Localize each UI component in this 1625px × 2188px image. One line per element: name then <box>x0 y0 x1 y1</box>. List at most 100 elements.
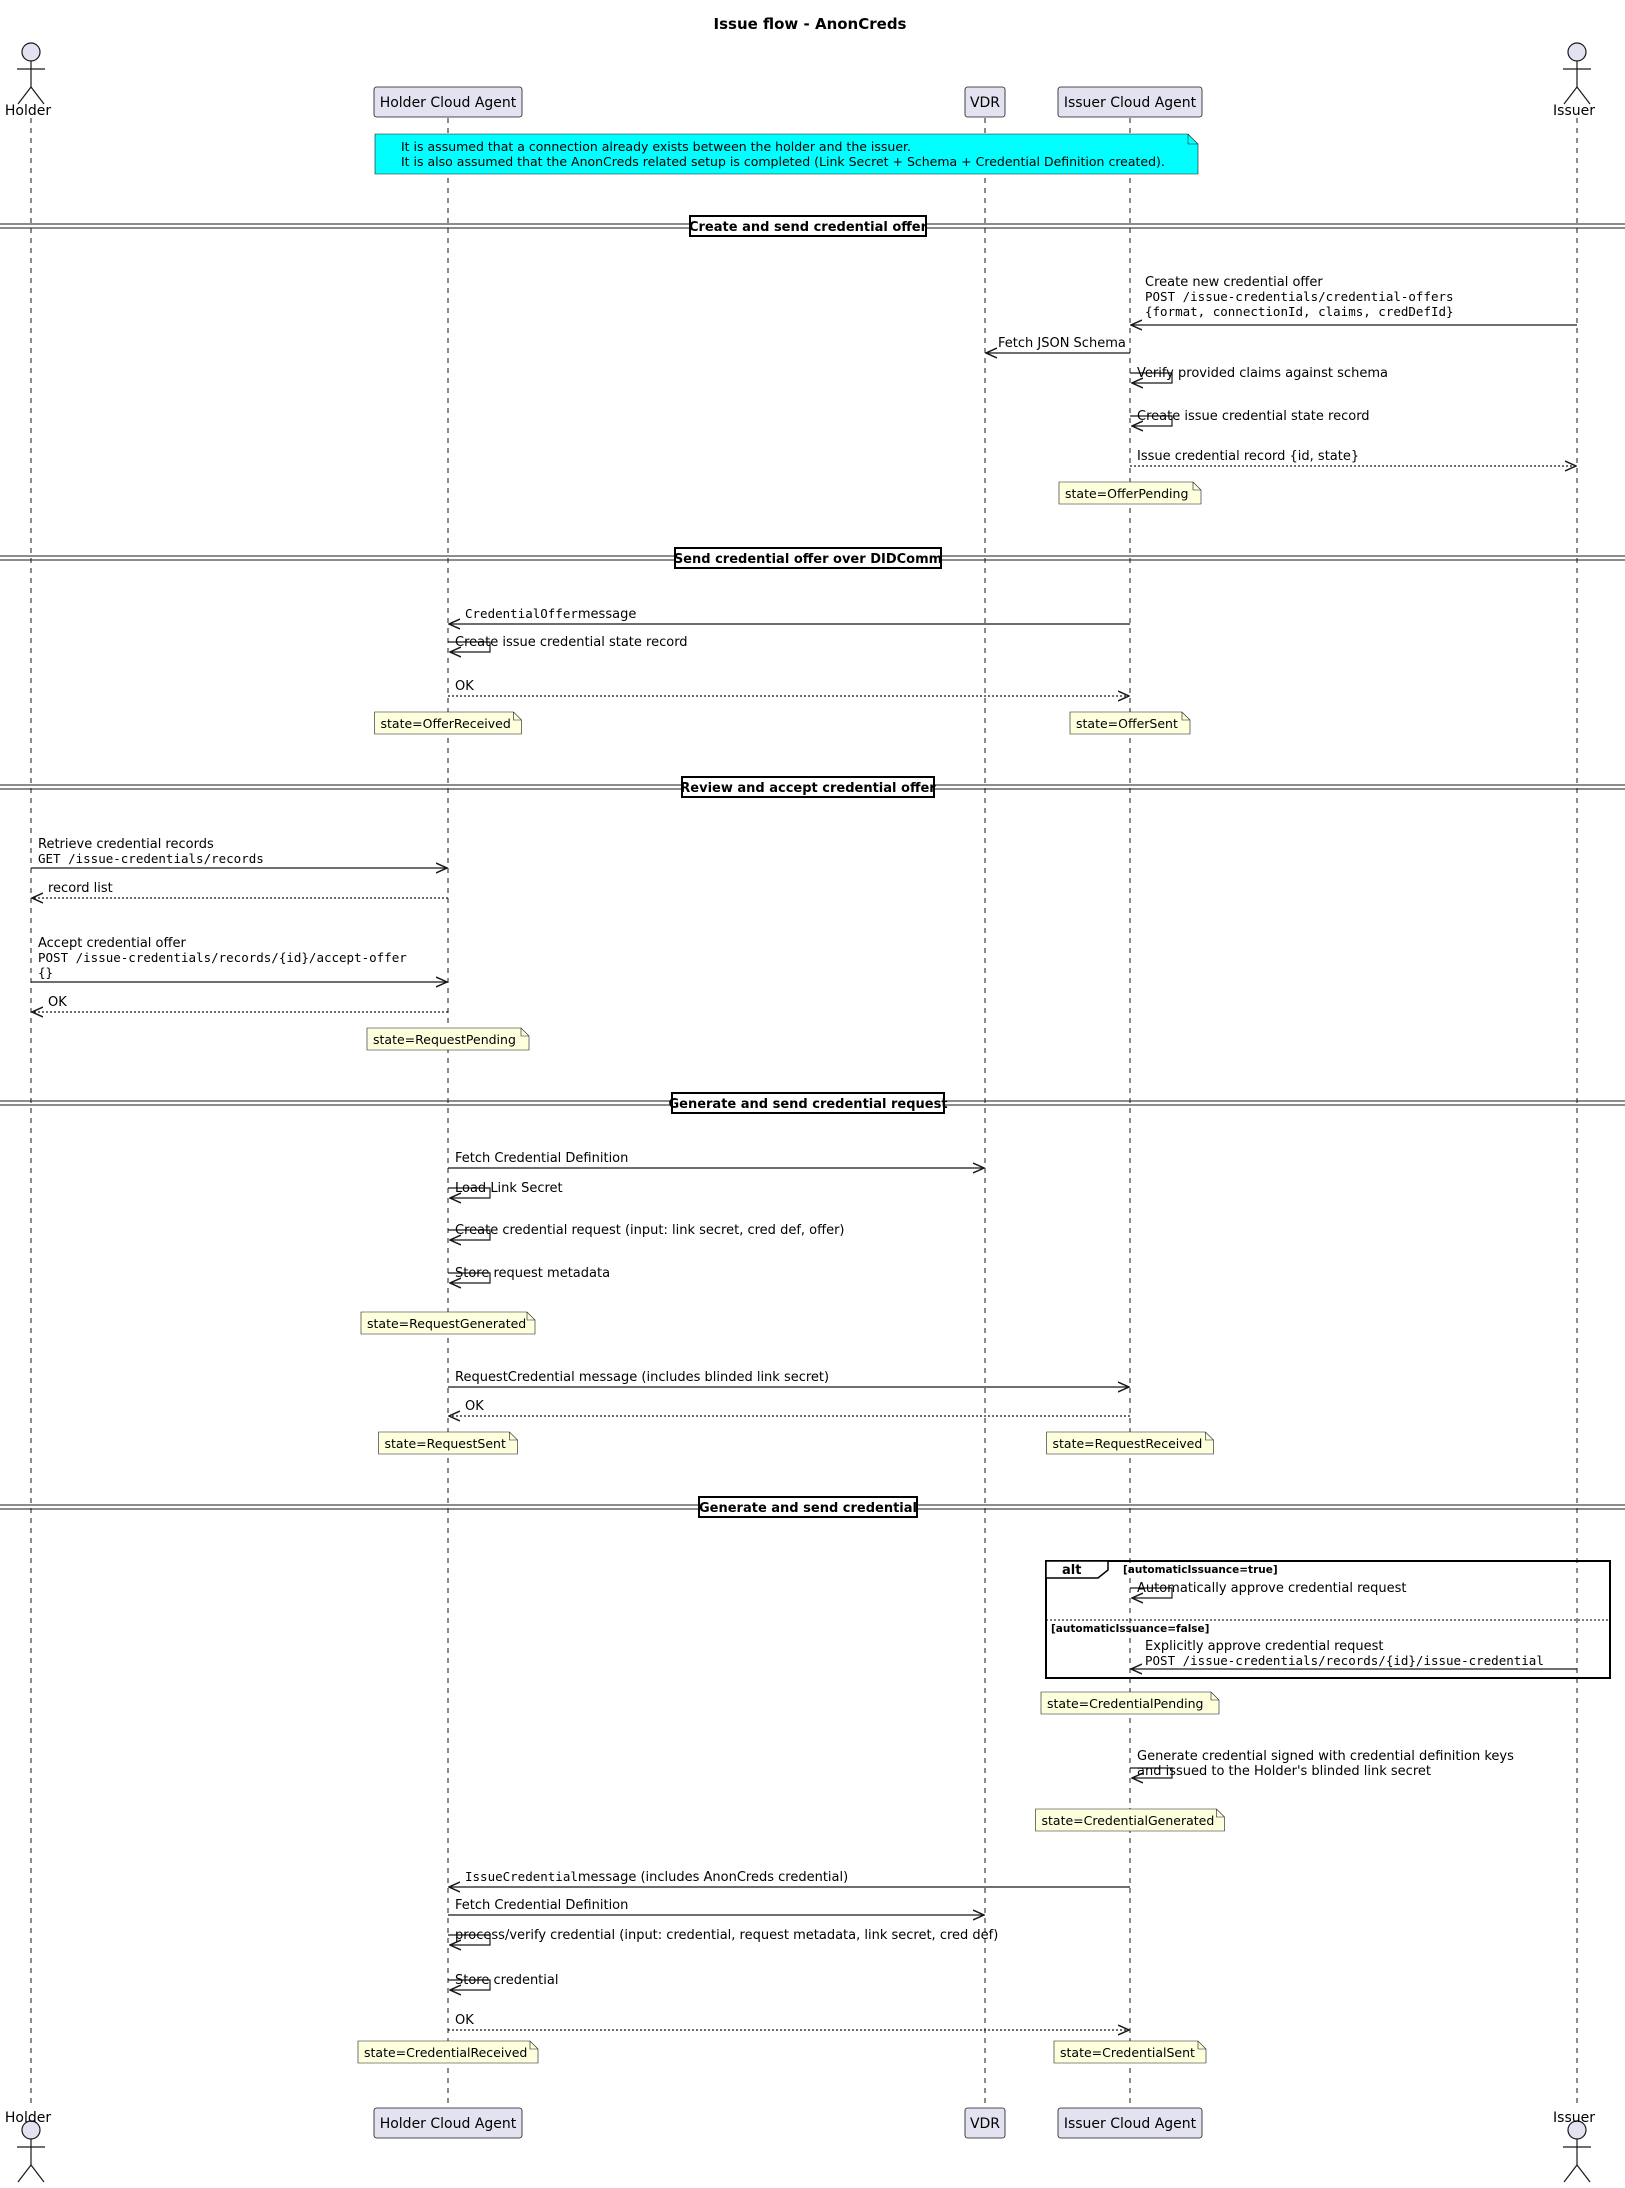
message: Store request metadata <box>448 1266 610 1283</box>
state-note-text: state=OfferPending <box>1065 486 1188 501</box>
message-arrow <box>448 1272 491 1283</box>
participant-label: Holder Cloud Agent <box>380 95 517 111</box>
message-label: CredentialOffer <box>465 606 578 621</box>
message-arrow <box>1130 372 1173 383</box>
participant-label: VDR <box>970 2116 1000 2132</box>
actor-label: Issuer <box>1553 103 1595 119</box>
participant-vdr-bottom: VDR <box>964 2107 1006 2139</box>
message-label: OK <box>455 2013 474 2028</box>
message: IssueCredential message (includes AnonCr… <box>449 1869 1130 1887</box>
section-divider: Generate and send credential request <box>0 1092 1625 1114</box>
state-note-text: state=RequestReceived <box>1053 1436 1203 1451</box>
state-note: state=OfferSent <box>1069 711 1191 735</box>
participant-label: Issuer Cloud Agent <box>1064 95 1197 111</box>
message-label-suffix: message <box>578 607 636 622</box>
message: CredentialOffer message <box>449 606 1130 624</box>
message-label: POST /issue-credentials/credential-offer… <box>1145 289 1454 304</box>
state-note-text: state=RequestGenerated <box>367 1316 526 1331</box>
message-arrow <box>1130 415 1173 426</box>
actor-label: Holder <box>5 2110 51 2126</box>
message-arrow <box>1130 1767 1173 1778</box>
message-label: Create issue credential state record <box>1137 409 1370 424</box>
intro-note-line: It is also assumed that the AnonCreds re… <box>401 154 1165 169</box>
message-label: Issue credential record {id, state} <box>1137 449 1359 464</box>
message: Explicitly approve credential requestPOS… <box>1131 1639 1577 1669</box>
message: OK <box>448 679 1129 696</box>
state-note-text: state=CredentialReceived <box>364 2045 527 2060</box>
message: Create credential request (input: link s… <box>448 1223 844 1240</box>
message-label: {} <box>38 965 53 980</box>
state-note-text: state=CredentialSent <box>1060 2045 1195 2060</box>
section-divider: Send credential offer over DIDComm <box>0 547 1625 569</box>
message-label: Create new credential offer <box>1145 275 1323 290</box>
state-note-text: state=RequestPending <box>373 1032 516 1047</box>
actor-icon <box>1563 42 1591 105</box>
message: Generate credential signed with credenti… <box>1130 1749 1514 1779</box>
participant-label: Holder Cloud Agent <box>380 2116 517 2132</box>
state-note-text: state=RequestSent <box>385 1436 506 1451</box>
message-label: Explicitly approve credential request <box>1145 1639 1384 1654</box>
state-note-text: state=CredentialPending <box>1047 1696 1203 1711</box>
message-label: Verify provided claims against schema <box>1137 366 1388 381</box>
message: Verify provided claims against schema <box>1130 366 1388 383</box>
section-title: Review and accept credential offer <box>680 781 936 796</box>
state-note: state=RequestGenerated <box>360 1311 536 1335</box>
alt-fragment: alt [automaticIssuance=true] [automaticIss… <box>1045 1560 1611 1679</box>
message: Fetch Credential Definition <box>448 1898 984 1915</box>
state-note: state=OfferReceived <box>374 711 522 735</box>
message-label: Automatically approve credential request <box>1137 1581 1407 1596</box>
alt-label: alt <box>1062 1563 1081 1578</box>
participant-ica-bottom: Issuer Cloud Agent <box>1057 2107 1203 2139</box>
message-label: OK <box>48 995 67 1010</box>
message-label: Fetch Credential Definition <box>455 1898 628 1913</box>
message: OK <box>32 995 448 1012</box>
actor-holder-top: Holder <box>5 42 51 119</box>
section-title: Generate and send credential request <box>668 1097 947 1112</box>
message: Issue credential record {id, state} <box>1130 449 1576 466</box>
message: Fetch Credential Definition <box>448 1151 984 1168</box>
message-label: Fetch JSON Schema <box>998 336 1126 351</box>
actor-icon <box>17 42 45 105</box>
message-arrow <box>1130 1587 1173 1598</box>
message-label: Accept credential offer <box>38 936 186 951</box>
message-label: Fetch Credential Definition <box>455 1151 628 1166</box>
intro-note: It is assumed that a connection already … <box>374 133 1199 175</box>
message-label: IssueCredential <box>465 1869 578 1884</box>
message-arrow <box>448 1979 491 1990</box>
state-note-text: state=OfferReceived <box>381 716 511 731</box>
participant-hca-bottom: Holder Cloud Agent <box>373 2107 523 2139</box>
message-label-suffix: message (includes AnonCreds credential) <box>578 1870 848 1885</box>
message-label: OK <box>465 1399 484 1414</box>
message: record list <box>32 881 448 898</box>
intro-note-line: It is assumed that a connection already … <box>401 139 911 154</box>
section-title: Send credential offer over DIDComm <box>674 552 942 567</box>
state-note: state=CredentialGenerated <box>1035 1808 1225 1832</box>
message-arrow <box>448 641 491 652</box>
state-note: state=RequestPending <box>366 1027 530 1051</box>
alt-guard: [automaticIssuance=false] <box>1051 1623 1209 1635</box>
section-title: Generate and send credential <box>699 1501 917 1516</box>
actor-icon <box>17 2120 45 2183</box>
state-note: state=OfferPending <box>1058 481 1202 505</box>
message-label: Create credential request (input: link s… <box>455 1223 844 1238</box>
message-label: Store request metadata <box>455 1266 610 1281</box>
message: Create issue credential state record <box>1130 409 1370 426</box>
message-label: {format, connectionId, claims, credDefId… <box>1145 304 1454 319</box>
message-label: and issued to the Holder's blinded link … <box>1137 1764 1431 1779</box>
message-label: Retrieve credential records <box>38 837 214 852</box>
message: OK <box>449 1399 1130 1416</box>
message-label: POST /issue-credentials/records/{id}/acc… <box>38 950 407 965</box>
message-label: POST /issue-credentials/records/{id}/iss… <box>1145 1653 1544 1668</box>
message-arrow <box>448 1187 491 1198</box>
participant-label: Issuer Cloud Agent <box>1064 2116 1197 2132</box>
participant-vdr-top: VDR <box>964 86 1006 118</box>
alt-guard: [automaticIssuance=true] <box>1123 1564 1278 1576</box>
message-arrow <box>448 1934 491 1945</box>
message: Store credential <box>448 1973 558 1990</box>
message-label: OK <box>455 679 474 694</box>
actor-label: Issuer <box>1553 2110 1595 2126</box>
